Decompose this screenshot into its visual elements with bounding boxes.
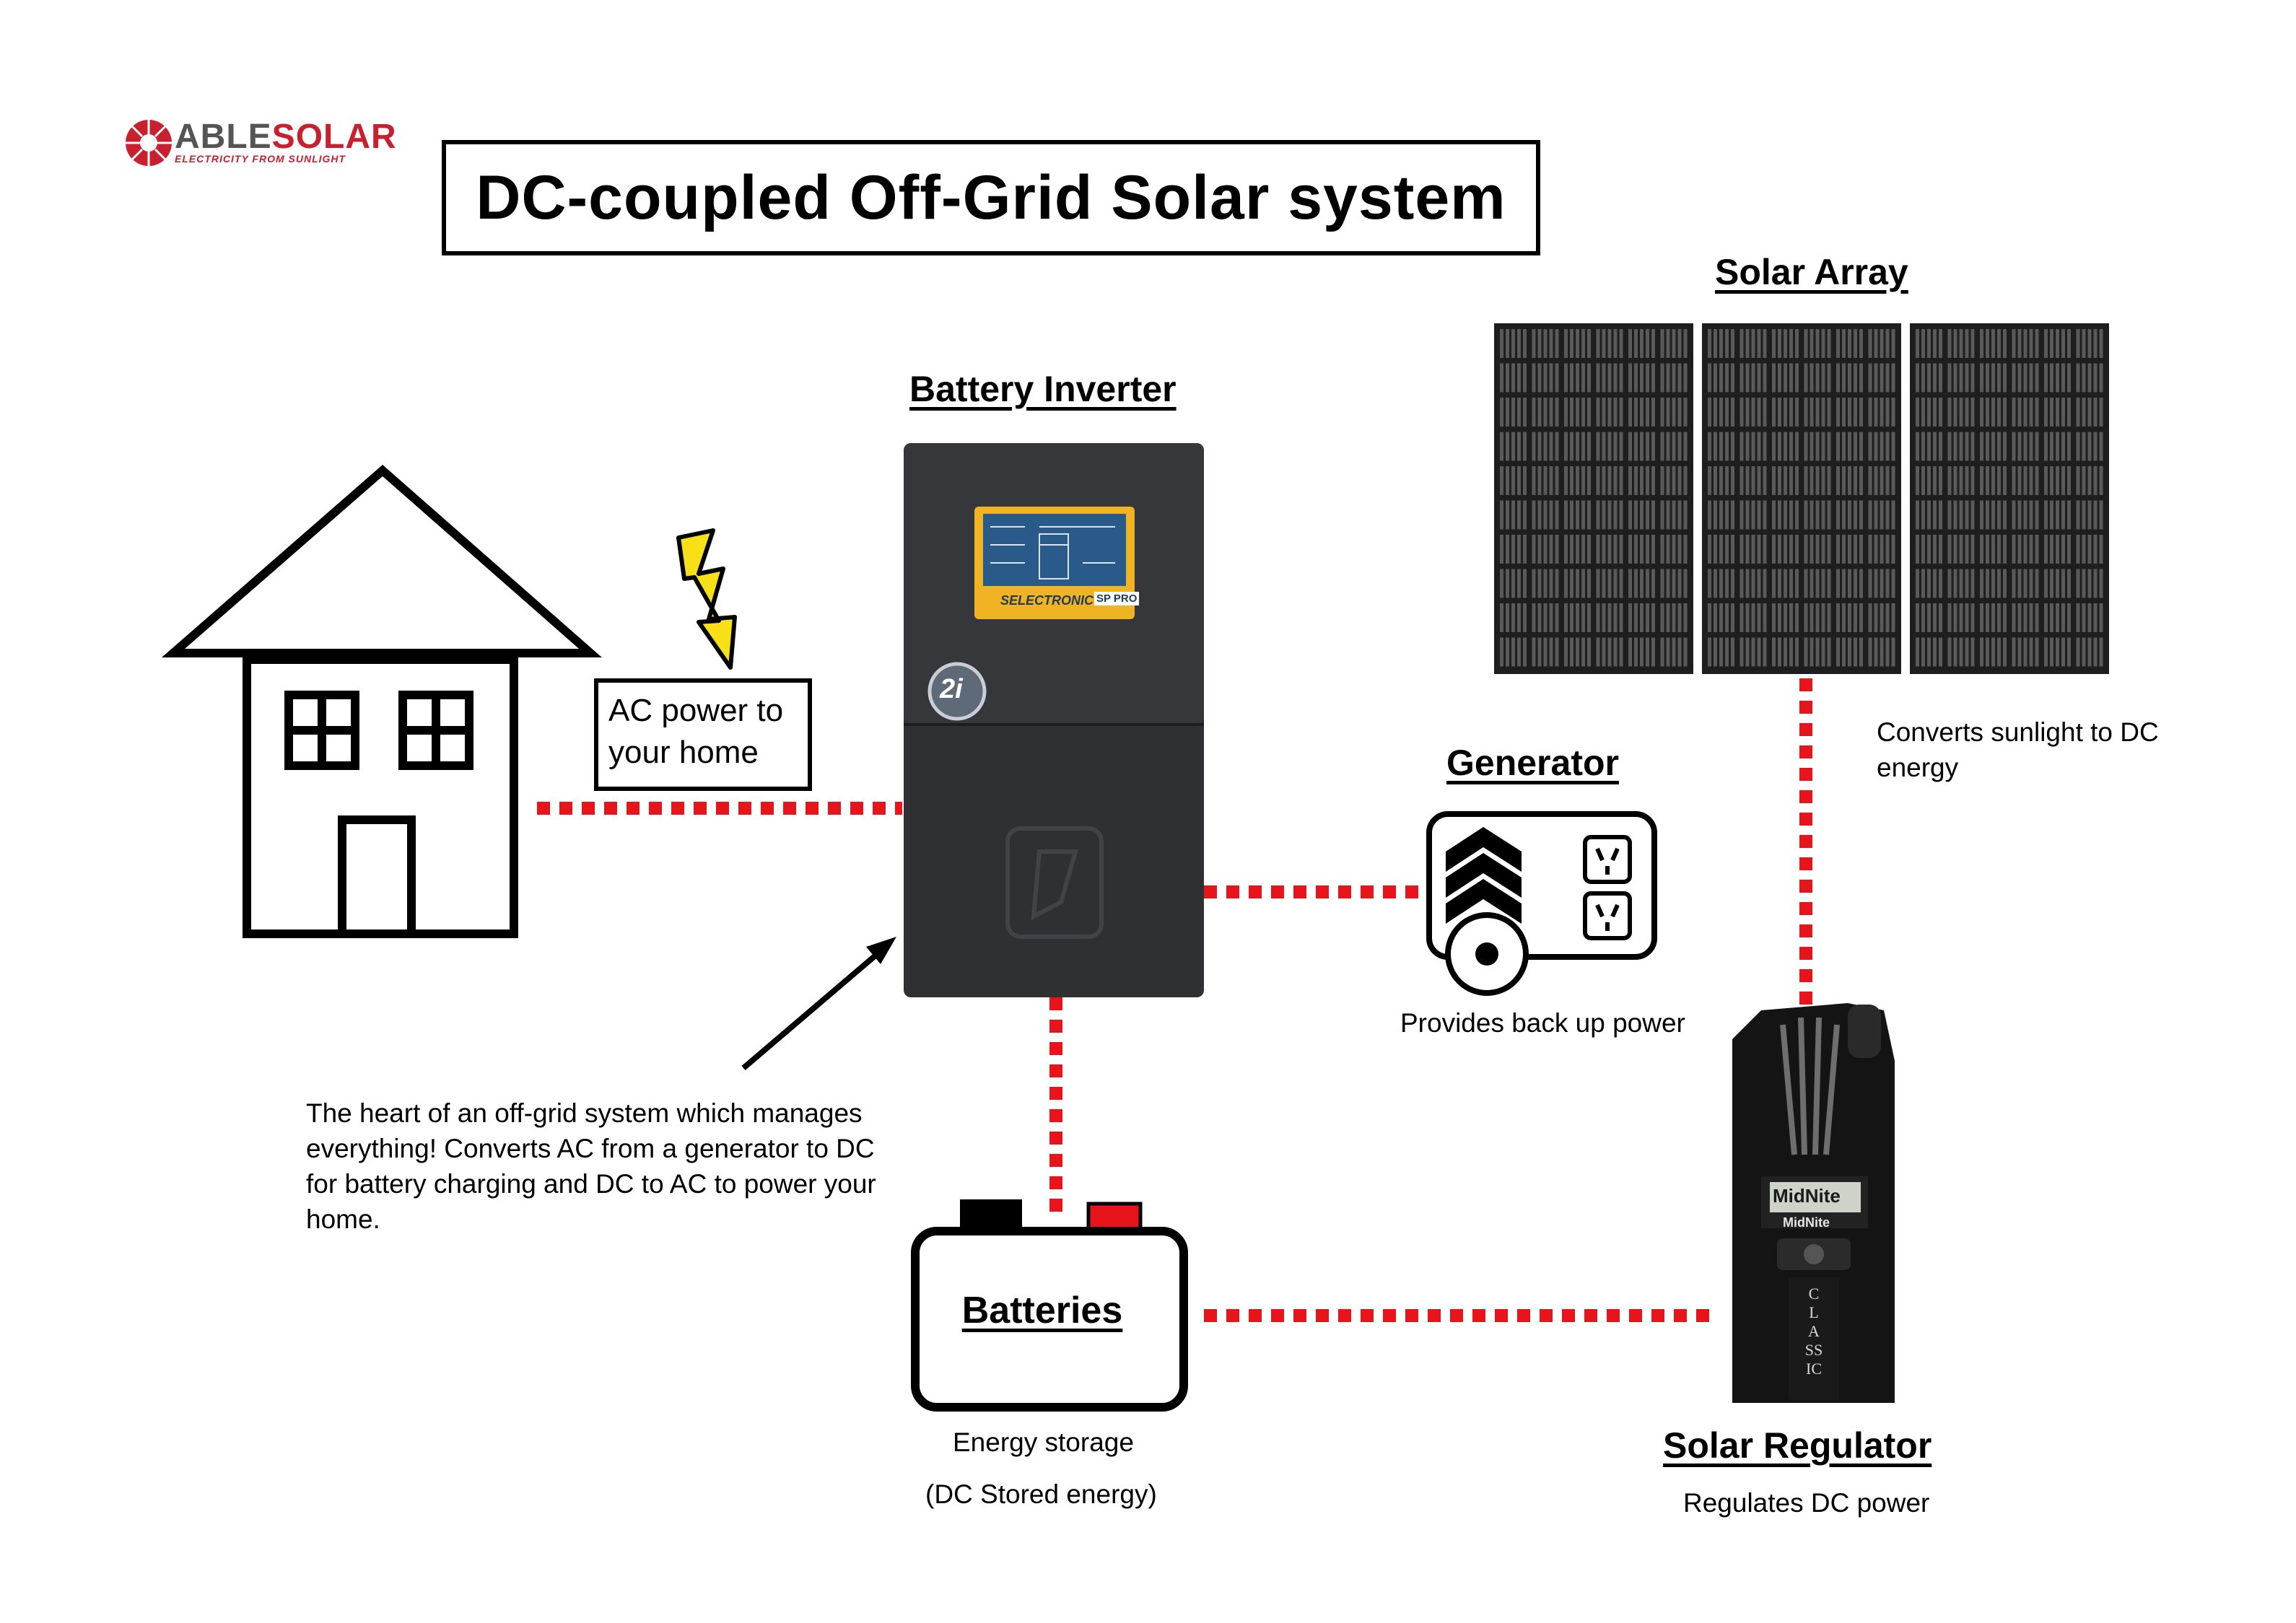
generator-icon xyxy=(1426,811,1657,996)
regulator-icon xyxy=(1732,1003,1895,1403)
battery-inverter-label: Battery Inverter xyxy=(909,369,1177,409)
arrow-icon xyxy=(741,937,896,1071)
regulator-caption: Regulates DC power xyxy=(1683,1488,1930,1518)
batteries-caption-1: Energy storage xyxy=(953,1427,1134,1457)
logo-brand: ABLESOLAR xyxy=(175,118,397,156)
generator-caption: Provides back up power xyxy=(1400,1008,1685,1038)
regulator-brand: MidNite xyxy=(1783,1215,1830,1230)
solar-regulator-label: Solar Regulator xyxy=(1663,1425,1932,1466)
solar-array-caption: Converts sunlight to DC energy xyxy=(1877,717,2159,782)
generator-label: Generator xyxy=(1446,743,1619,783)
connection-lines xyxy=(537,678,1812,1322)
solar-array-label: Solar Array xyxy=(1715,252,1908,292)
logo-icon xyxy=(126,120,172,166)
house-icon xyxy=(161,465,602,938)
inverter-icon xyxy=(904,443,1204,997)
regulator-model: CLASSIC xyxy=(1804,1285,1823,1378)
page-title: DC-coupled Off-Grid Solar system xyxy=(476,162,1506,232)
regulator-display-brand: MidNite xyxy=(1773,1185,1841,1207)
inverter-brand: SELECTRONIC xyxy=(1000,593,1094,608)
solar-panel-icon xyxy=(1494,323,2109,674)
inverter-model: SP PRO xyxy=(1094,592,1140,605)
batteries-label: Batteries xyxy=(961,1290,1123,1331)
inverter-badge: 2i xyxy=(940,674,963,704)
battery-icon xyxy=(911,1199,1188,1412)
batteries-caption-2: (DC Stored energy) xyxy=(925,1479,1157,1509)
ac-power-box: AC power to your home xyxy=(594,678,812,791)
title-box: DC-coupled Off-Grid Solar system xyxy=(442,140,1540,255)
lightning-icon xyxy=(676,528,737,670)
logo-tagline: ELECTRICITY FROM SUNLIGHT xyxy=(175,153,346,165)
inverter-caption: The heart of an off-grid system which ma… xyxy=(306,1098,876,1234)
